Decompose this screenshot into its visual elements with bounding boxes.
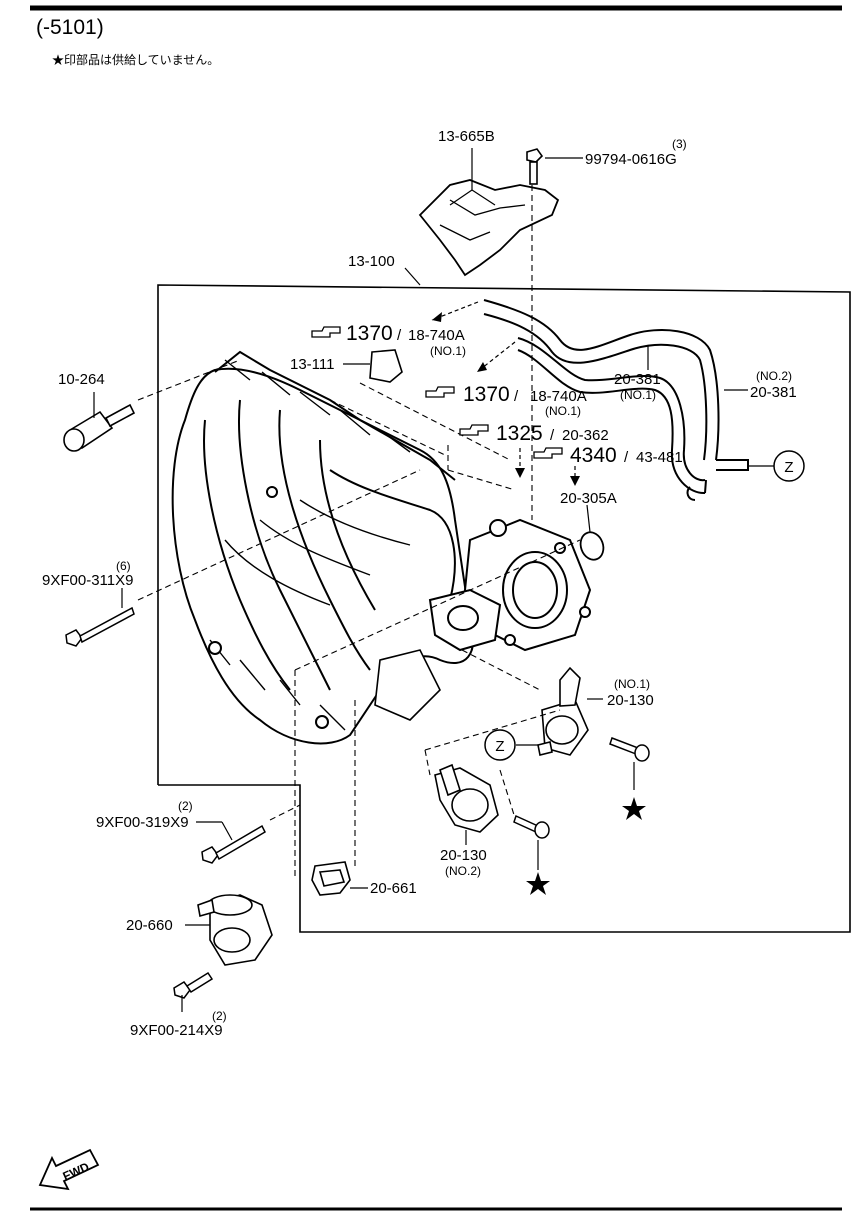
header-code: (-5101) [36,16,104,39]
arrowheads [432,312,580,486]
label-13-665B: 13-665B [438,128,495,145]
label-9XF00-214X9: 9XF00-214X9 [130,1022,223,1039]
bolt-9XF00-311X9 [65,606,135,647]
label-20-661: 20-661 [370,880,417,897]
hand-pointer-icon [533,447,563,459]
label-13-111: 13-111 [290,356,334,373]
assembly-boundary [157,284,851,933]
valve-20-660 [197,894,273,966]
label-214-qty: (2) [212,1009,227,1023]
label-20-130-no2-sub: (NO.2) [445,864,481,878]
label-20-381-no1: 20-381 [614,371,661,388]
fwd-arrow-icon: FWD [38,1148,100,1191]
ref-2-number: 1370 [463,383,510,406]
label-20-660: 20-660 [126,917,173,934]
label-20-130-no2: 20-130 [440,847,487,864]
ref-1-part: 18-740A [408,327,465,344]
bolt-99794-0616G [526,148,544,185]
label-319-qty: (2) [178,799,193,813]
star-icon [622,797,646,820]
ref-3-slash: / [550,427,555,444]
ref-2-sub: (NO.1) [545,404,581,418]
label-20-381-no1-sub: (NO.1) [620,388,656,402]
gasket-20-661 [311,861,351,896]
ref-1-sub: (NO.1) [430,344,466,358]
ref-3-part: 20-362 [562,427,609,444]
valve-20-130-no2 [434,763,499,833]
ref-1-slash: / [397,327,402,344]
z-marker-hose: Z [773,450,805,482]
header-note: ★印部品は供給していません。 [52,52,219,67]
label-20-130-no1-sub: (NO.1) [614,677,650,691]
label-20-381-no2: 20-381 [750,384,797,401]
hand-pointer-icon [311,326,341,338]
ref-4-slash: / [624,449,629,466]
leader-lines [93,148,774,1012]
phantom-lines [137,185,581,880]
screw-20-130-no1 [609,737,650,762]
intake-manifold [171,350,592,745]
reference-2: 1370 / 18-740A (NO.1) [425,383,587,418]
ref-1-number: 1370 [346,322,393,345]
reference-3: 1325 / 20-362 [459,422,609,445]
label-20-381-no2-sub: (NO.2) [756,369,792,383]
label-10-264: 10-264 [58,371,105,388]
label-311-qty: (6) [116,559,131,573]
hose-20-381 [483,299,749,501]
sensor-10-264 [63,403,136,452]
ref-3-number: 1325 [496,422,543,445]
oring-20-305A [579,531,605,561]
ref-2-part: 18-740A [530,388,587,405]
z-marker-solenoid: Z [484,729,516,761]
hand-pointer-icon [459,424,489,436]
label-99794-0616G: 99794-0616G [585,151,677,168]
label-13-100: 13-100 [348,253,395,270]
bolt-9XF00-214X9 [173,971,214,999]
bracket-13-665B [418,179,560,277]
hand-pointer-icon [425,386,455,398]
ref-4-number: 4340 [570,444,617,467]
reference-4: 4340 / 43-481 [533,444,683,467]
label-20-130-no1: 20-130 [607,692,654,709]
reference-1: 1370 / 18-740A (NO.1) [311,322,466,358]
label-99794-qty: (3) [672,137,687,151]
label-9XF00-319X9: 9XF00-319X9 [96,814,189,831]
svg-text:Z: Z [495,738,504,755]
ref-2-slash: / [514,388,519,405]
label-9XF00-311X9: 9XF00-311X9 [42,572,133,589]
ref-4-part: 43-481 [636,449,683,466]
bolt-9XF00-319X9 [201,824,266,864]
gasket-13-111 [369,349,403,383]
svg-text:Z: Z [784,459,793,476]
solenoid-20-130-no1 [537,666,589,756]
star-icon [526,872,550,895]
screw-20-130-no2 [513,814,550,839]
label-20-305A: 20-305A [560,490,617,507]
